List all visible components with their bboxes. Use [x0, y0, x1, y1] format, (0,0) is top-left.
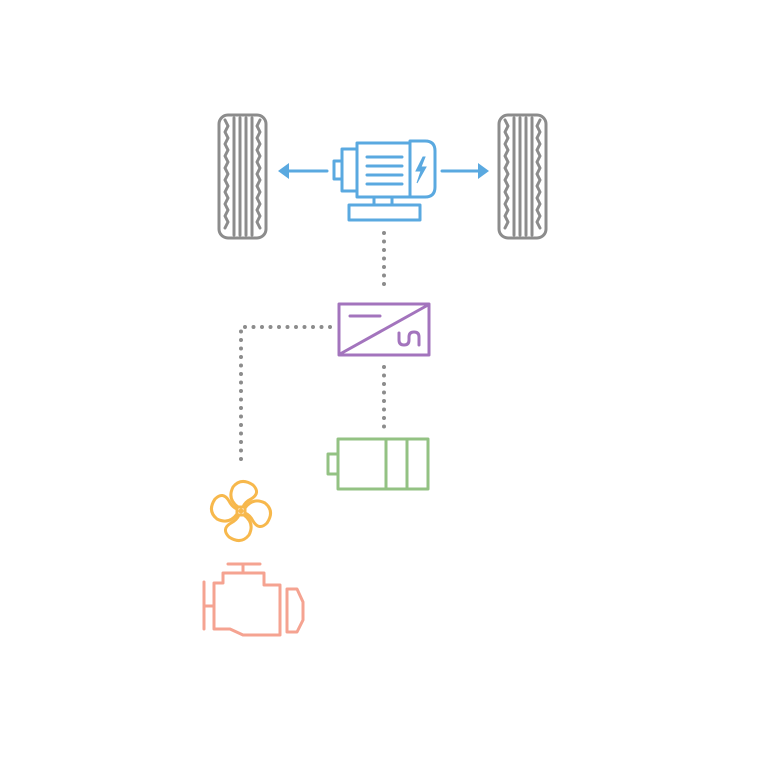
- engine-icon: [202, 562, 305, 637]
- inverter-icon: [337, 302, 431, 357]
- electric-motor-icon: [332, 139, 437, 222]
- fan-icon: [209, 480, 273, 543]
- right-tire-icon: [497, 113, 548, 240]
- arrow-left-icon: [278, 163, 329, 179]
- battery-icon: [326, 437, 430, 491]
- left-tire-icon: [217, 113, 268, 240]
- arrow-right-icon: [440, 163, 489, 179]
- connector-inverter-fan: [239, 325, 332, 468]
